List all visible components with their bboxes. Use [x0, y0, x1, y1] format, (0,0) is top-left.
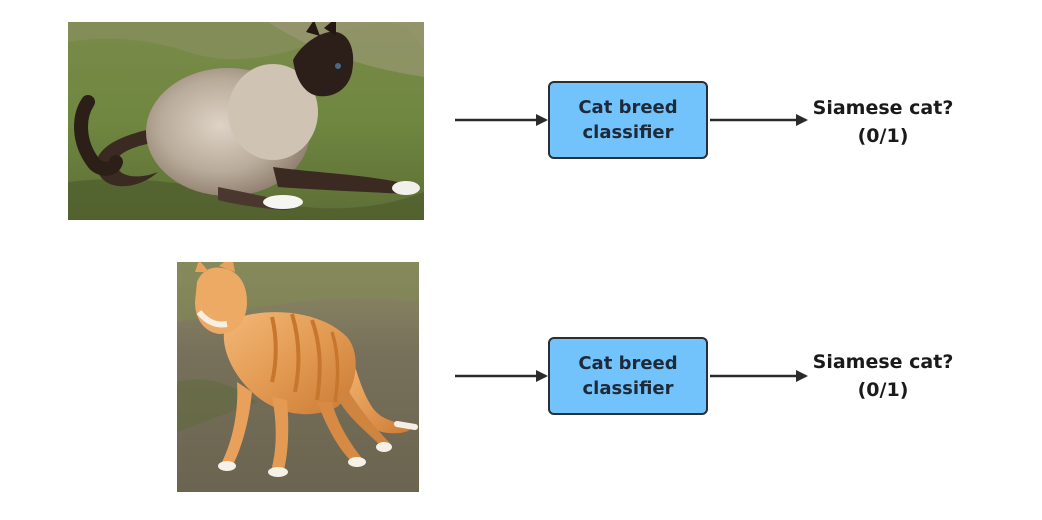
classifier-label-line-2: classifier: [582, 122, 674, 143]
diagram-row-siamese: Cat breed classifier Siamese cat? (0/1): [68, 22, 958, 220]
orange-tabby-cat-photo: [177, 262, 419, 492]
output-label: Siamese cat? (0/1): [808, 94, 958, 150]
output-label: Siamese cat? (0/1): [808, 348, 958, 404]
classifier-box: Cat breed classifier: [548, 81, 708, 159]
output-question: Siamese cat?: [812, 97, 954, 119]
classifier-label: Cat breed classifier: [558, 95, 698, 145]
output-question: Siamese cat?: [812, 351, 954, 373]
classifier-label-line-2: classifier: [582, 378, 674, 399]
output-range: (0/1): [857, 125, 909, 147]
siamese-cat-photo: [68, 22, 424, 220]
classifier-box: Cat breed classifier: [548, 337, 708, 415]
classifier-label-line-1: Cat breed: [578, 97, 678, 118]
output-range: (0/1): [857, 379, 909, 401]
classifier-label: Cat breed classifier: [558, 351, 698, 401]
diagram-row-tabby: Cat breed classifier Siamese cat? (0/1): [0, 260, 1042, 520]
classifier-label-line-1: Cat breed: [578, 353, 678, 374]
